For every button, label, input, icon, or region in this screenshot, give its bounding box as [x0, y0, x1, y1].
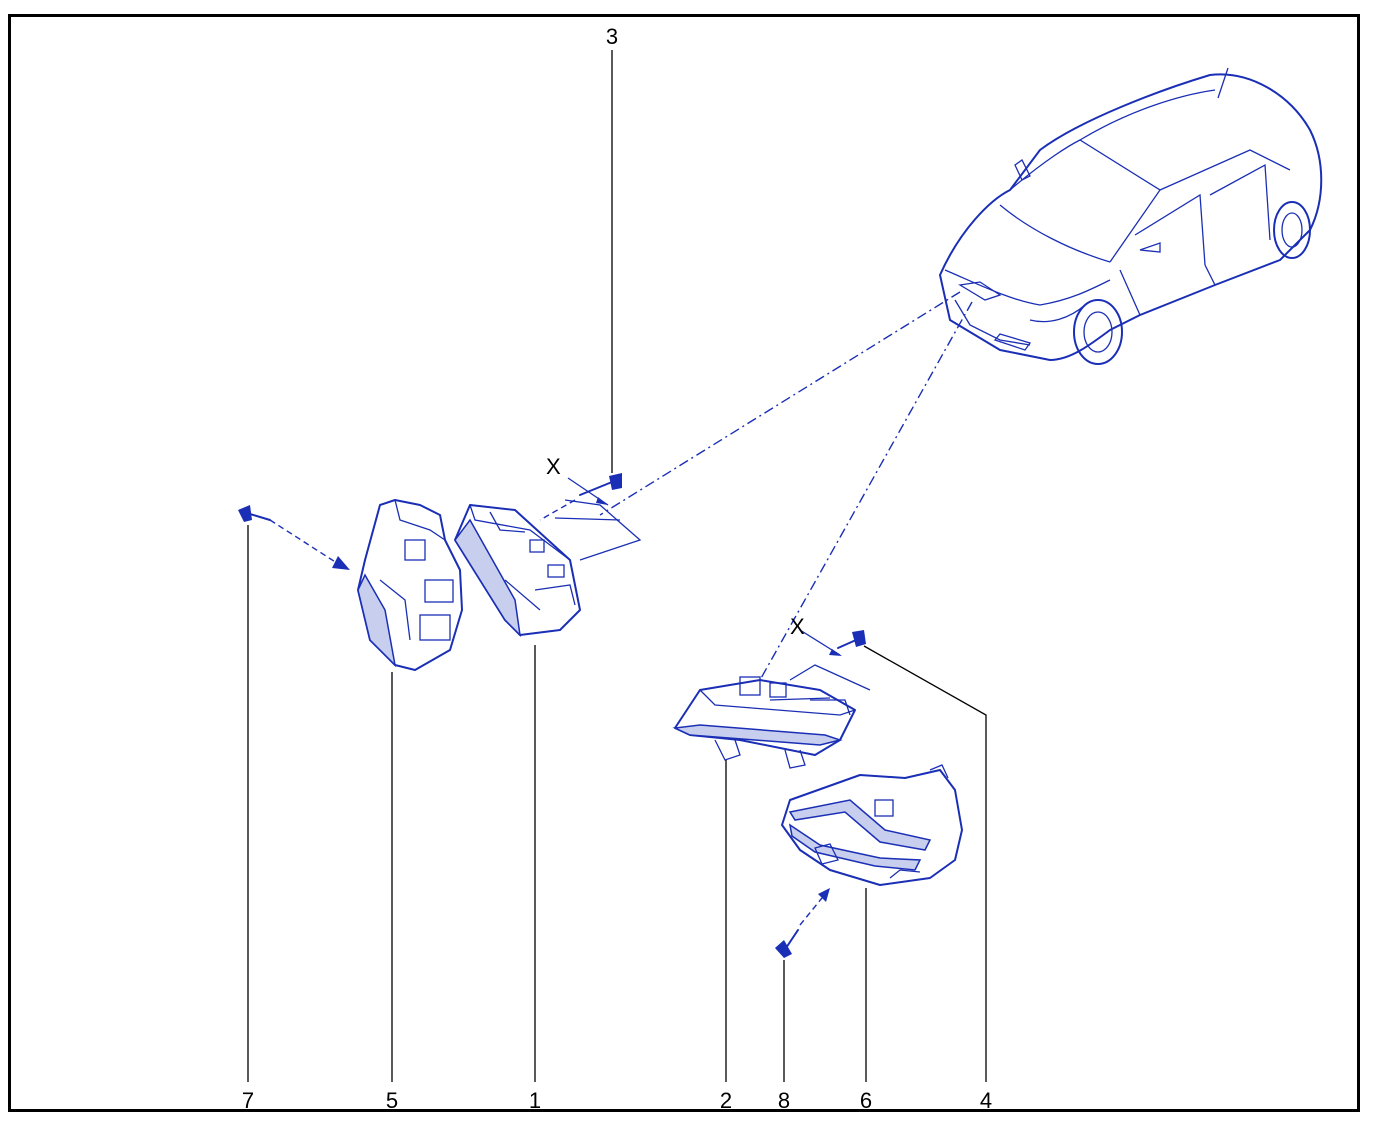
part-1-left-fog-lamp: [454, 504, 581, 638]
projection-lines: [599, 291, 973, 681]
part-5-left-bracket: [357, 499, 463, 671]
part-8-screw: [775, 888, 830, 958]
callout-2: 2: [720, 1088, 732, 1113]
callout-4: 4: [980, 1088, 992, 1113]
part-6-right-bracket: [781, 764, 963, 886]
x-mark-left: X: [546, 454, 561, 479]
x-mark-right: X: [790, 614, 805, 639]
callout-6: 6: [860, 1088, 872, 1113]
diagram-frame: [8, 14, 1360, 1112]
callout-1: 1: [529, 1088, 541, 1113]
callout-7: 7: [242, 1088, 254, 1113]
leader-lines: [247, 50, 987, 1082]
part-3-bolt: [539, 473, 642, 561]
car-illustration: [939, 67, 1323, 365]
callout-5: 5: [386, 1088, 398, 1113]
callout-3: 3: [606, 24, 618, 49]
part-2-right-fog-lamp: [672, 676, 856, 769]
callout-8: 8: [778, 1088, 790, 1113]
part-7-screw: [238, 505, 350, 570]
part-4-bolt: [769, 629, 871, 701]
